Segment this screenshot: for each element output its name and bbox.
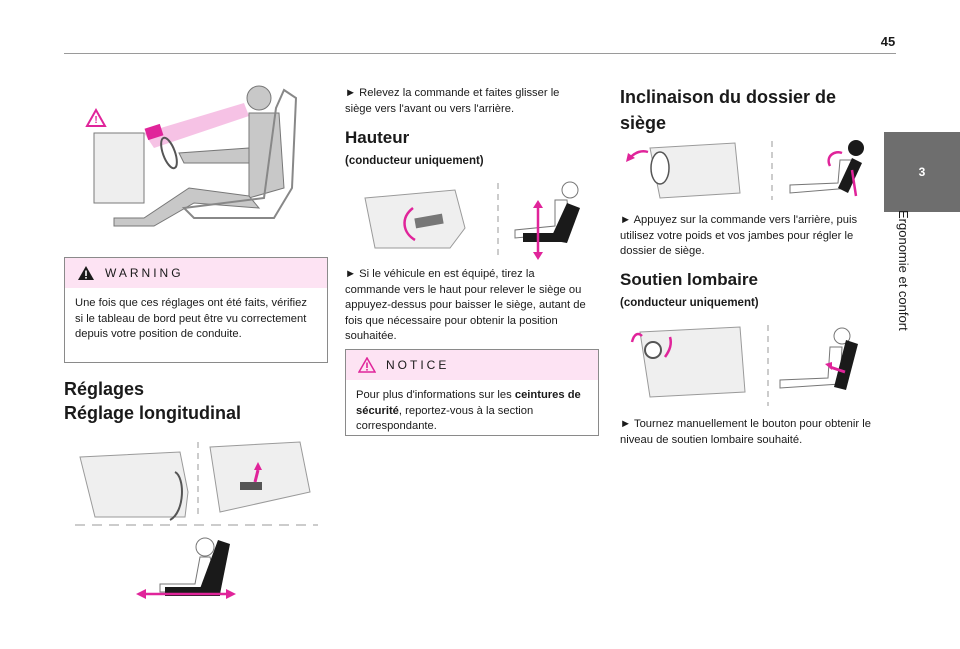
seat-base-shape [165,587,220,596]
chapter-number: 3 [918,165,926,179]
seat-rail-shape [209,441,311,513]
driver-head-shape [246,85,272,111]
occupant-body-shape [514,199,571,239]
height-seat-base-shape [523,233,563,242]
notice-title: NOTICE [386,358,450,372]
occupant-head-shape [848,140,864,156]
occupant-head-shape [195,537,215,557]
heading-soutien-lombaire: Soutien lombaire [620,270,758,289]
sight-line-shape [144,103,249,148]
chapter-label-text: Ergonomie et confort [896,210,911,331]
notice-box: NOTICE Pour plus d'informations sur les … [345,349,599,436]
bullet-lombaire: ► Tournez manuellement le bouton pour ob… [620,418,871,446]
subheading-hauteur: (conducteur uniquement) [345,155,484,167]
heading-inclinaison: Inclinaison du dossier de siège [620,87,837,133]
warning-text: Une fois que ces réglages ont été faits,… [75,297,307,340]
lumbar-seat-shape [639,326,746,398]
bullet-hauteur: ► Si le véhicule en est équipé, tirez la… [345,268,586,342]
notice-text-before: Pour plus d'informations sur les [356,389,515,401]
page-number: 45 [880,34,896,49]
occupant-head-shape [561,181,579,199]
heading-reglages: Réglages [64,379,145,399]
warning-triangle-icon [85,107,107,127]
heading-hauteur: Hauteur [345,128,410,147]
lift-arrow-icon [253,469,260,483]
occupant-body-shape [779,346,843,389]
lumbar-arrow-icon [825,362,832,370]
warning-box: WARNING Une fois que ces réglages ont ét… [64,257,328,363]
notice-link-ceintures[interactable]: ceintures de sécurité [356,389,581,417]
seat-cushion-shape [79,451,189,518]
driver-position-illustration: ! [84,78,314,248]
longitudinal-illustration [70,432,322,602]
warning-title: WARNING [105,266,184,280]
chapter-label: Ergonomie et confort [893,210,915,380]
height-adjust-illustration [355,178,585,260]
driver-torso-shape [248,112,285,199]
height-lever-shape [414,213,444,229]
chapter-tab[interactable]: 3 [884,132,960,212]
notice-box-header: NOTICE [346,350,598,380]
backrest-illustration [620,138,870,202]
lumbar-backrest-shape [834,340,858,390]
lumbar-illustration [620,322,870,408]
heading-reglage-longitudinal: Réglage longitudinal [64,403,242,423]
notice-text-after: , reportez-vous à la section corresponda… [356,404,534,433]
bullet-glisser: ► Relevez la commande et faites glisser … [345,87,560,115]
rail-handle-shape [240,482,262,490]
backrest-shape [838,158,862,193]
dashboard-shape [93,132,145,204]
info-triangle-icon [358,357,376,373]
warning-icon [78,266,94,280]
svg-text:!: ! [94,115,97,126]
header-rule [64,53,896,54]
pump-arrow-icon [403,207,416,242]
tilt-arrow-icon [827,151,843,167]
steering-wheel-shape [160,136,178,170]
driver-arm-shape [178,147,250,164]
rotate-arrow-icon [630,332,643,343]
lumbar-knob-shape [644,341,662,359]
seat-outline-shape [181,88,298,219]
notice-text: Pour plus d'informations sur les ceintur… [346,380,598,443]
bullet-inclinaison: ► Appuyez sur la commande vers l'arrière… [620,214,858,257]
seat-lever-shape [169,471,183,521]
subheading-lombaire: (conducteur uniquement) [620,297,759,309]
warning-box-header: WARNING [65,258,327,288]
occupant-head-shape [833,327,851,345]
recline-lever-shape [650,151,670,185]
seat-back-shape [198,540,230,594]
eye-marker-shape [144,123,164,141]
